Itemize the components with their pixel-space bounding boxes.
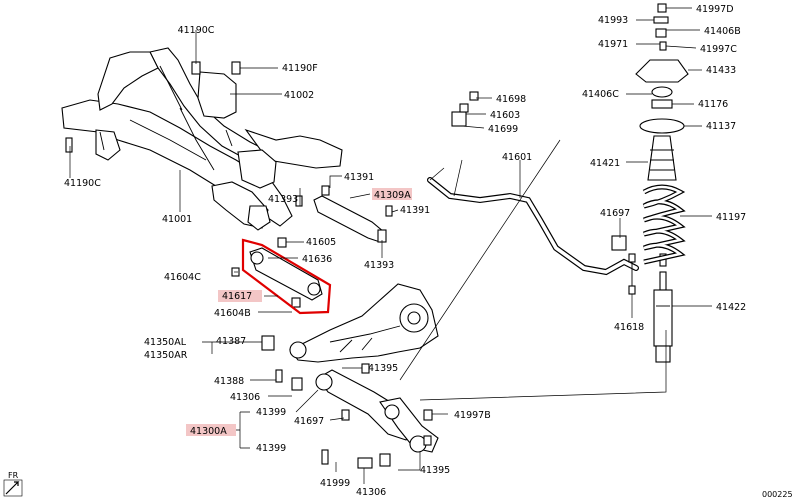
label-41190F: 41190F [282,63,318,74]
label-41001: 41001 [162,214,192,225]
label-41604C: 41604C [164,272,201,283]
label-41406C: 41406C [582,89,619,100]
label-41176: 41176 [698,99,728,110]
label-41699: 41699 [488,124,518,135]
label-41601: 41601 [502,152,532,163]
label-41971: 41971 [598,39,628,50]
label-41698: 41698 [496,94,526,105]
shock-spring-drawing [635,3,689,363]
label-41697-low: 41697 [294,416,324,427]
label-41393-a: 41393 [268,194,298,205]
diagram-id: 000225 [762,490,793,499]
leader-lines [69,7,712,484]
label-41605: 41605 [306,237,336,248]
label-41697-mid: 41697 [600,208,630,219]
label-41603: 41603 [490,110,520,121]
upper-arm-drawing [277,195,393,248]
label-41993: 41993 [598,15,628,26]
label-41393-b: 41393 [364,260,394,271]
highlight-41617 [218,290,262,302]
label-41137: 41137 [706,121,736,132]
label-41309A: 41309A [374,190,411,201]
label-41306-a: 41306 [230,392,260,403]
label-41395-b: 41395 [420,465,450,476]
label-41399-b: 41399 [256,443,286,454]
highlight-41309A [372,188,412,200]
highlight-41300A [186,424,236,436]
lower-control-arm-drawing [315,369,439,469]
label-41197: 41197 [716,212,746,223]
front-direction-arrow [3,479,23,497]
label-41421: 41421 [590,158,620,169]
rear-knuckle-drawing [261,283,439,391]
label-41350AR: 41350AR [144,350,188,361]
label-41395-a: 41395 [368,363,398,374]
label-41999: 41999 [320,478,350,489]
label-41433: 41433 [706,65,736,76]
label-41391-a: 41391 [344,172,374,183]
label-41391-b: 41391 [400,205,430,216]
stabilizer-bar-drawing [427,91,667,295]
label-41387: 41387 [216,336,246,347]
label-41997D: 41997D [696,4,734,15]
label-41406B: 41406B [704,26,741,37]
label-41300A: 41300A [190,426,227,437]
label-41399-a: 41399 [256,407,286,418]
label-41190C-top: 41190C [178,25,215,36]
rear-subframe-drawing [61,47,343,231]
label-41306-b: 41306 [356,487,386,498]
label-41002: 41002 [284,90,314,101]
label-41997B: 41997B [454,410,491,421]
front-label: FR [8,471,19,480]
label-41604B: 41604B [214,308,251,319]
label-41388: 41388 [214,376,244,387]
label-41350AL: 41350AL [144,337,187,348]
label-41422: 41422 [716,302,746,313]
label-41617: 41617 [222,291,252,302]
label-41997C: 41997C [700,44,737,55]
label-41636: 41636 [302,254,332,265]
arm-callout-outline [241,238,332,315]
label-41190C-left: 41190C [64,178,101,189]
part-number-labels: 41190C 41190F 41002 41190C 41001 41391 4… [8,4,793,499]
label-41618: 41618 [614,322,644,333]
